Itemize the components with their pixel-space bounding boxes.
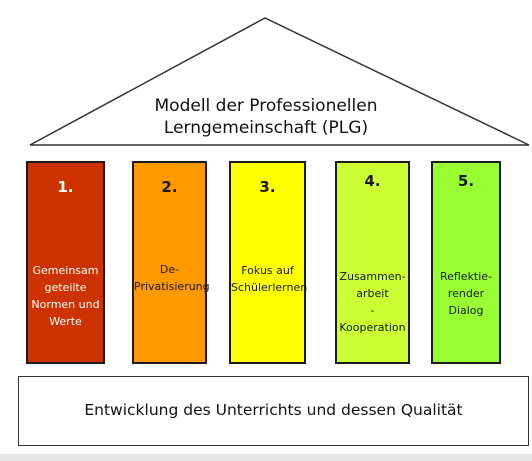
pillar-label-line: -	[370, 304, 375, 317]
pillar-label: Zusammen- arbeit - Kooperation	[337, 268, 408, 336]
pillar-label-line: Fokus auf	[241, 264, 294, 277]
pillar-label-line: De-	[159, 263, 180, 276]
pillar-label: Fokus auf Schülerlernen	[231, 262, 308, 296]
pillar-label-line: Zusammen-	[339, 270, 406, 283]
pillar-3: 3. Fokus auf Schülerlernen	[229, 161, 308, 364]
pillar-number: 4.	[364, 172, 381, 190]
pillar-label-line: Dialog	[448, 304, 484, 317]
roof-title-line2: Lerngemeinschaft (PLG)	[163, 118, 369, 138]
pillar-2: 2. De- Privatisierung	[132, 161, 210, 364]
pillar-label-line: Kooperation	[339, 321, 406, 334]
pillar-label-line: Schülerlernen	[231, 281, 308, 294]
pillar-1: 1. Gemeinsam geteilte Normen und Werte	[26, 161, 105, 364]
pillar-number: 1.	[57, 178, 74, 196]
pillar-label-line: arbeit	[356, 287, 389, 300]
pillar-number: 5.	[457, 172, 475, 190]
pillar-4: 4. Zusammen- arbeit - Kooperation	[335, 161, 410, 364]
pillar-label-line: Privatisierung	[134, 280, 210, 293]
roof-title-line1: Modell der Professionellen	[154, 96, 378, 116]
pillar-number: 2.	[161, 178, 178, 196]
pillar-label: Gemeinsam geteilte Normen und Werte	[28, 262, 103, 330]
pillar-label: De- Privatisierung	[134, 261, 210, 295]
pillar-label-line: Reflektie-	[439, 270, 493, 283]
pillar-label-line: geteilte	[44, 281, 87, 294]
pillar-label: Reflektie- render Dialog	[433, 268, 499, 319]
foundation-text: Entwicklung des Unterrichts und dessen Q…	[84, 401, 463, 419]
pillar-label-line: Normen und	[31, 298, 100, 311]
pillar-label-line: render	[447, 287, 485, 300]
foundation-block: Entwicklung des Unterrichts und dessen Q…	[18, 376, 529, 446]
pillar-label-line: Gemeinsam	[32, 264, 99, 277]
pillar-5: 5. Reflektie- render Dialog	[431, 161, 501, 364]
pillar-number: 3.	[259, 178, 276, 196]
pillar-label-line: Werte	[49, 315, 82, 328]
